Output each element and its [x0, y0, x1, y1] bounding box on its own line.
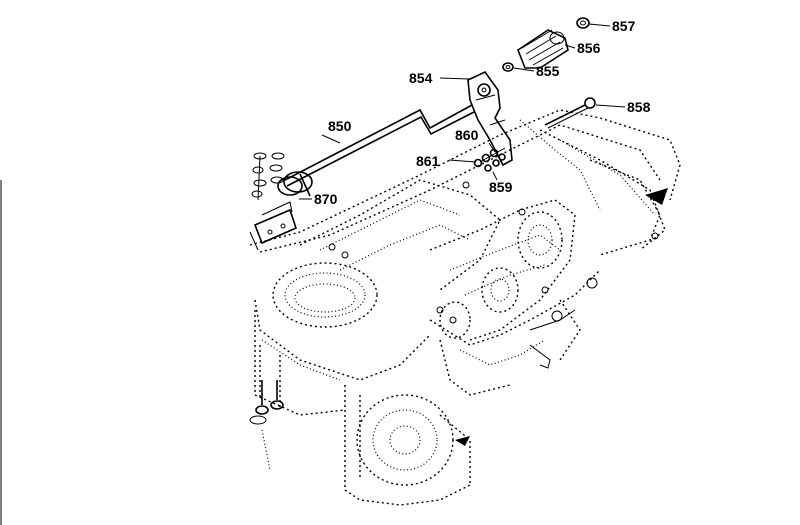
direction-arrow [455, 436, 470, 446]
part-857-washer [576, 17, 590, 29]
callout-854: 854 [409, 70, 433, 86]
part-859-860-861-hardware [473, 147, 506, 172]
part-854-bracket [467, 70, 513, 167]
callout-858: 858 [627, 99, 651, 115]
callout-857: 857 [612, 18, 636, 34]
callout-855: 855 [536, 63, 560, 79]
part-858-bolt [544, 97, 596, 129]
callout-856: 856 [577, 40, 601, 56]
callout-861: 861 [416, 153, 440, 169]
bottom-bolts [249, 380, 284, 425]
callout-labels: 850 854 855 856 857 858 859 860 861 870 [314, 18, 651, 207]
part-855-washer [502, 62, 514, 72]
part-856-knob [517, 29, 569, 69]
part-850-shift-rod [277, 104, 475, 197]
machine-housing [249, 109, 681, 506]
callout-870: 870 [314, 191, 338, 207]
callout-850: 850 [328, 118, 352, 134]
left-washer-stack [251, 152, 285, 201]
callout-860: 860 [455, 127, 479, 143]
part-870-bracket [249, 201, 297, 251]
callout-859: 859 [489, 179, 513, 195]
direction-arrow [645, 188, 668, 205]
leader-lines [299, 23, 626, 200]
